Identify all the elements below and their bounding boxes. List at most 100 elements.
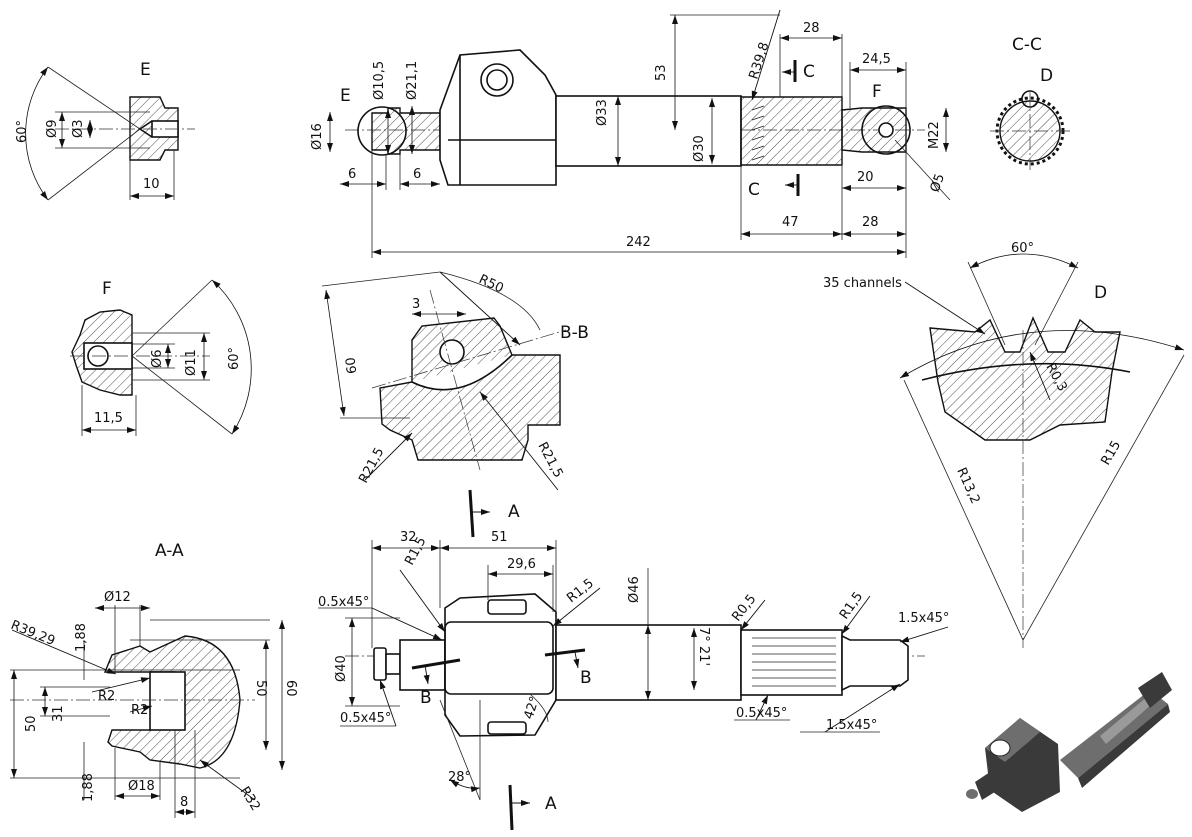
dim-aa-r32: R32 <box>237 784 263 814</box>
dim-bb-r50: R50 <box>476 272 506 296</box>
dim-e-angle-arc <box>25 66 49 201</box>
dim-main-28a: 28 <box>803 21 820 36</box>
section-c-c-view: C-C D <box>990 35 1070 170</box>
detail-f-callout-circle <box>861 105 911 155</box>
shaft-body <box>555 95 742 167</box>
dim-bottom-r1-5c: R1,5 <box>837 589 866 622</box>
section-mark-a-top: A <box>508 502 520 522</box>
dim-aa-8: 8 <box>180 795 188 810</box>
dim-bb-3: 3 <box>412 297 420 312</box>
section-b-b-groove <box>411 354 513 391</box>
dim-aa-50a: 50 <box>24 715 39 732</box>
dim-main-6a: 6 <box>348 167 356 182</box>
section-mark-b-right: B <box>580 668 592 688</box>
dim-main-6b: 6 <box>413 167 421 182</box>
detail-d-view: D 35 channels 60° R0,3 R13,2 R15 <box>823 241 1185 648</box>
view-label-e: E <box>140 60 151 80</box>
view-label-f: F <box>102 279 112 299</box>
bottom-pin-end <box>373 647 387 681</box>
dim-f-d6: Ø6 <box>150 349 165 368</box>
view-label-a-a: A-A <box>155 541 184 561</box>
dim-main-d33: Ø33 <box>595 99 610 126</box>
dim-aa-d12: Ø12 <box>104 590 131 605</box>
callout-d: D <box>1040 66 1053 86</box>
dim-aa-r39-29: R39,29 <box>9 618 58 649</box>
head-hole-outer <box>480 63 514 97</box>
dim-aa-60: 60 <box>283 680 298 697</box>
dim-bottom-r1-5b: R1,5 <box>564 576 597 606</box>
dim-bottom-r0-5: R0,5 <box>729 592 759 625</box>
dim-e-d3: Ø3 <box>71 119 86 138</box>
dim-bottom-c1-5a: 1.5x45° <box>898 611 949 626</box>
dim-d-60: 60° <box>1011 241 1034 256</box>
detail-d-teeth <box>929 316 1121 441</box>
dim-bottom-d46: Ø46 <box>627 576 642 603</box>
dim-e-10: 10 <box>143 177 160 192</box>
detail-e-callout-circle <box>357 106 407 156</box>
dim-bottom-c0-5a: 0.5x45° <box>318 595 369 610</box>
head-hole-inner <box>486 69 508 91</box>
dim-f-angle-arc <box>211 279 252 435</box>
spline-section <box>740 96 843 166</box>
callout-f: F <box>872 82 882 102</box>
bottom-thread-end <box>841 634 909 692</box>
dim-main-d30: Ø30 <box>692 135 707 162</box>
dim-main-d16: Ø16 <box>310 123 325 150</box>
dim-main-24-5: 24,5 <box>862 52 891 67</box>
dim-aa-d18: Ø18 <box>128 779 155 794</box>
section-mark-a-bottom: A <box>545 794 557 814</box>
dim-aa-r2b: R2 <box>131 703 148 718</box>
dim-aa-1-88a: 1,88 <box>74 623 89 652</box>
detail-f-view: F Ø6 Ø11 60° 11,5 <box>70 279 252 436</box>
dim-f-11-5: 11,5 <box>94 411 123 426</box>
detail-e-view: E 60° Ø9 Ø3 10 <box>15 60 195 201</box>
section-b-b-body <box>379 317 561 461</box>
dim-aa-1-88b: 1,88 <box>81 773 96 802</box>
dim-main-d5: Ø5 <box>928 172 948 195</box>
section-a-a-slot <box>149 671 186 731</box>
dim-d-r13-2: R13,2 <box>953 466 982 507</box>
dim-d-angle-arc <box>969 253 1079 269</box>
bottom-spline <box>740 629 843 696</box>
detail-d-callout-circle <box>1021 90 1039 108</box>
section-b-b-view: B-B 09 3 R50 R21,5 R21,5 A <box>321 271 589 538</box>
dim-bottom-29-6: 29,6 <box>507 557 536 572</box>
dim-main-28b: 28 <box>862 215 879 230</box>
shaft-head-block <box>439 49 557 186</box>
dim-bottom-d40: Ø40 <box>334 655 349 682</box>
view-label-c-c: C-C <box>1012 35 1042 55</box>
dim-main-20: 20 <box>857 170 874 185</box>
dim-main-d21-1: Ø21,1 <box>405 61 420 100</box>
dim-bb-r21-5b: R21,5 <box>534 440 565 481</box>
section-a-a-body <box>103 635 241 769</box>
view-label-d: D <box>1094 283 1107 303</box>
dim-main-53: 53 <box>654 64 669 81</box>
section-mark-c-top: C <box>803 62 815 82</box>
dim-e-d9: Ø9 <box>45 119 60 138</box>
section-mark-c-bottom: C <box>748 180 760 200</box>
dim-bottom-28: 28° <box>448 770 471 785</box>
section-b-b-pin-hole <box>439 339 465 365</box>
bottom-pin-neck <box>385 653 401 675</box>
bottom-shaft-view: B B A 32 51 29,6 R1,5 R1,5 Ø46 R0,5 R1,5… <box>318 530 949 831</box>
callout-e: E <box>340 86 351 106</box>
dim-d-r15: R15 <box>1098 438 1124 468</box>
dim-aa-r2a: R2 <box>98 689 115 704</box>
dim-main-47: 47 <box>782 215 799 230</box>
section-a-a-view: A-A 50 31 50 60 R39,29 Ø12 1,88 R2 R2 1,… <box>9 541 298 818</box>
dim-aa-50b: 50 <box>253 680 268 697</box>
shaft-3d-render <box>966 672 1172 812</box>
dim-bb-09: 09 <box>341 357 358 375</box>
dim-f-d11: Ø11 <box>184 349 199 376</box>
dim-bottom-c0-5c: 0.5x45° <box>736 706 787 721</box>
bottom-shaft-body <box>555 624 742 701</box>
dim-main-m22: M22 <box>927 121 942 149</box>
dim-e-60: 60° <box>15 120 30 143</box>
dim-bottom-angle: 7° 21' <box>696 627 711 666</box>
dim-d-channels: 35 channels <box>823 276 902 291</box>
bottom-head-block <box>444 593 557 737</box>
dim-main-242: 242 <box>626 235 651 250</box>
dim-main-d10-5: Ø10,5 <box>372 61 387 100</box>
shaft-right-end <box>841 107 907 153</box>
